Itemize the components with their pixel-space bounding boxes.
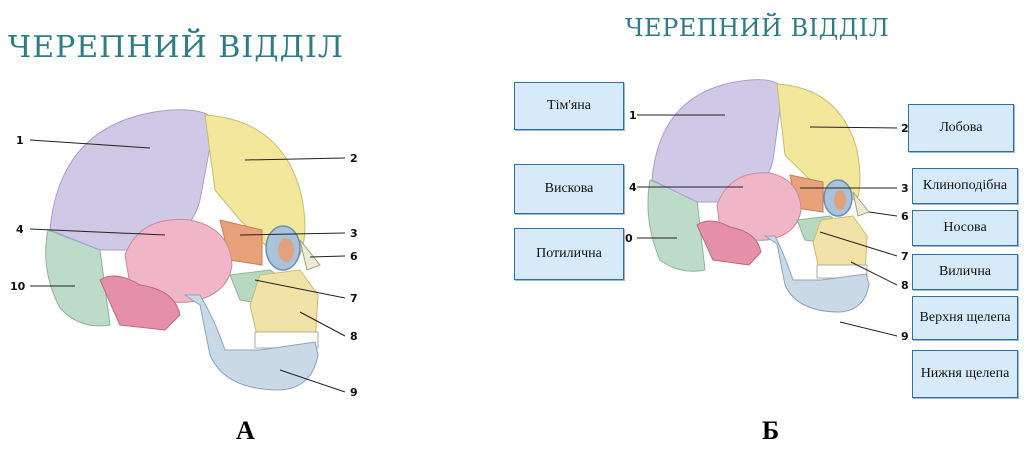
panel-b-caption: Б <box>762 416 779 446</box>
skull-illustration-b: 1 2 3 4 6 7 8 9 0 <box>625 70 925 370</box>
number-6-b: 6 <box>901 210 909 223</box>
number-7-b: 7 <box>901 250 909 263</box>
label-maxilla: Верхня щелепа <box>912 296 1018 340</box>
number-8-a: 8 <box>350 330 358 343</box>
label-occipital: Потилична <box>514 228 624 280</box>
number-0-b: 0 <box>625 232 633 245</box>
number-6-a: 6 <box>350 250 358 263</box>
label-sphenoid: Клиноподібна <box>912 168 1018 204</box>
number-9-a: 9 <box>350 386 358 399</box>
label-temporal: Вискова <box>514 164 624 214</box>
label-parietal: Тім'яна <box>514 82 624 130</box>
nasal-bone-b <box>853 192 869 216</box>
number-1-b: 1 <box>629 109 637 122</box>
label-mandible: Нижня щелепа <box>912 350 1018 398</box>
panel-b-title: ЧЕРЕПНИЙ ВІДДІЛ <box>625 14 889 42</box>
number-4-a: 4 <box>16 223 24 236</box>
label-frontal: Лобова <box>908 104 1014 152</box>
label-nasal: Носова <box>912 210 1018 246</box>
panel-a-caption: А <box>236 416 255 446</box>
number-10-a: 10 <box>10 280 26 293</box>
number-2-a: 2 <box>350 152 358 165</box>
number-4-b: 4 <box>629 181 637 194</box>
number-9-b: 9 <box>901 330 909 343</box>
number-1-a: 1 <box>16 134 24 147</box>
number-8-b: 8 <box>901 279 909 292</box>
nasal-bone-a <box>300 240 320 270</box>
number-3-b: 3 <box>901 182 909 195</box>
label-zygomatic: Вилична <box>912 254 1018 290</box>
number-7-a: 7 <box>350 292 358 305</box>
number-3-a: 3 <box>350 227 358 240</box>
panel-a-title: ЧЕРЕПНИЙ ВІДДІЛ <box>8 30 344 65</box>
skull-illustration-a: 1 2 3 4 6 7 8 9 10 <box>0 80 380 410</box>
